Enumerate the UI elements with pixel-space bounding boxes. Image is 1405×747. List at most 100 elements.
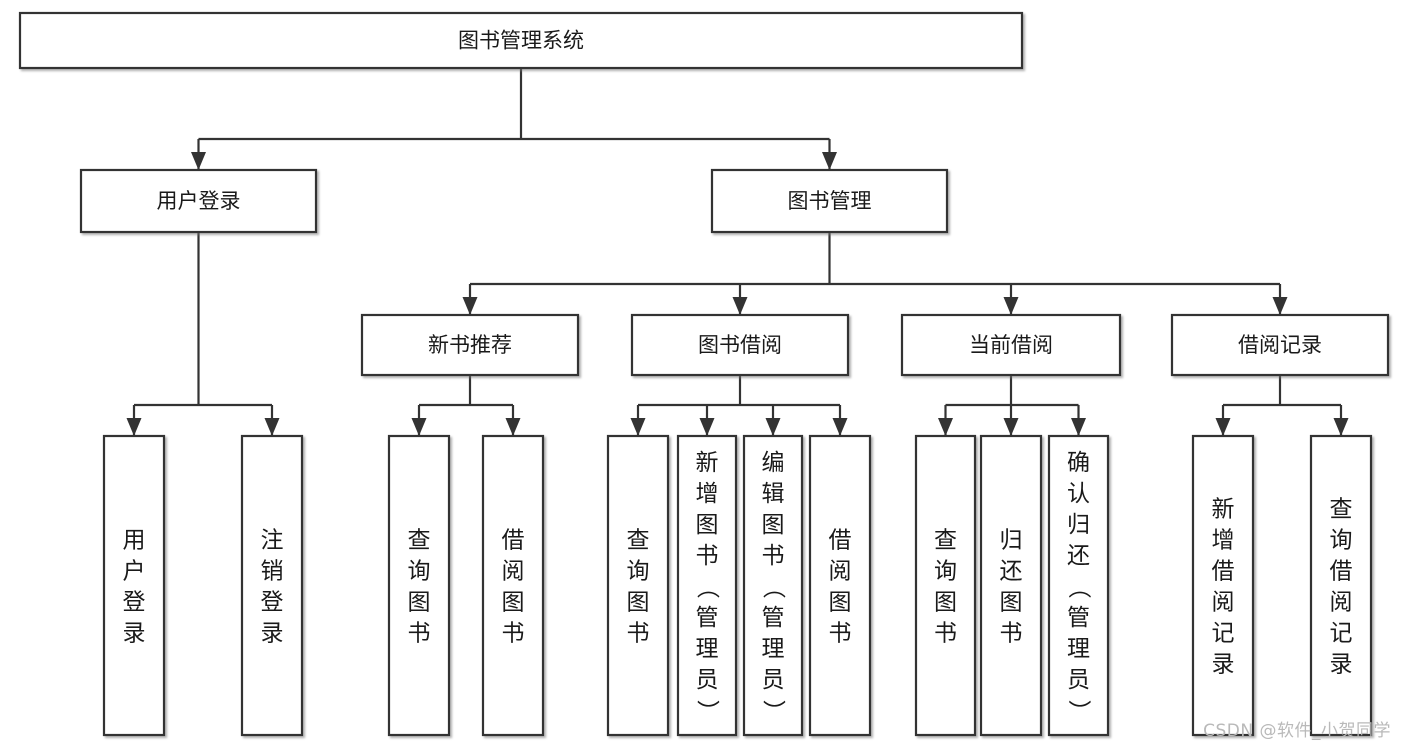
node-borrow-record[interactable]: 借阅记录 <box>1170 313 1390 377</box>
node-box <box>1191 434 1255 737</box>
arrow-head-icon <box>191 152 206 170</box>
node-root[interactable]: 图书管理系统 <box>18 11 1024 70</box>
node-label-char: ） <box>694 700 720 723</box>
node-label-char: 员 <box>1067 667 1090 693</box>
node-label-char: 图 <box>502 590 525 616</box>
arrow-head-icon <box>938 418 953 436</box>
node-book-manage[interactable]: 图书管理 <box>710 168 949 234</box>
node-label-char: （ <box>760 576 786 599</box>
node-box <box>808 434 872 737</box>
node-label-char: 图 <box>627 590 650 616</box>
node-leaf-user-login[interactable]: 用户登录 <box>102 434 166 737</box>
arrow-head-icon <box>462 297 478 315</box>
node-label-char: 用 <box>123 528 146 554</box>
node-label-char: 询 <box>627 559 650 585</box>
node-label-char: 录 <box>1212 652 1235 678</box>
node-label-char: 借 <box>1330 559 1353 585</box>
node-label-char: 书 <box>696 543 719 569</box>
node-label-char: 阅 <box>1330 590 1353 616</box>
node-label-char: 新 <box>696 450 719 476</box>
arrow-head-icon <box>630 418 646 436</box>
node-label-char: 查 <box>627 528 650 554</box>
node-box <box>240 434 304 737</box>
node-label-char: 图 <box>1000 590 1023 616</box>
node-book-borrow[interactable]: 图书借阅 <box>630 313 850 377</box>
arrow-head-icon <box>1215 418 1231 436</box>
node-box <box>18 11 1024 70</box>
arrow-head-icon <box>765 418 781 436</box>
node-label-char: 编 <box>762 450 785 476</box>
node-label-char: 认 <box>1067 481 1090 507</box>
node-label: 当前借阅 <box>969 333 1053 357</box>
node-label-char: 查 <box>934 528 957 554</box>
node-label-char: 销 <box>261 559 284 585</box>
node-box <box>102 434 166 737</box>
node-label-char: 增 <box>1212 528 1235 554</box>
node-label-char: 图 <box>696 512 719 538</box>
node-label-char: 书 <box>627 621 650 647</box>
node-box <box>979 434 1043 737</box>
node-label-char: 书 <box>1000 621 1023 647</box>
node-box <box>1309 434 1373 737</box>
node-box <box>1047 434 1110 737</box>
arrow-head-icon <box>1003 418 1019 436</box>
node-label-char: 管 <box>1067 605 1090 631</box>
node-label-char: 询 <box>1330 528 1353 554</box>
node-box <box>914 434 977 737</box>
node-label-char: 询 <box>408 559 431 585</box>
node-label-char: 图 <box>829 590 852 616</box>
node-label-char: 书 <box>408 621 431 647</box>
node-box <box>1170 313 1390 377</box>
arrow-head-icon <box>505 418 521 436</box>
node-label-char: 录 <box>1330 652 1353 678</box>
arrow-head-icon <box>1272 297 1288 315</box>
edge-layer <box>126 68 1349 436</box>
node-label-char: 管 <box>696 605 719 631</box>
node-box <box>387 434 451 737</box>
arrow-head-icon <box>699 418 715 436</box>
node-label-char: 员 <box>762 667 785 693</box>
node-label-char: 阅 <box>1212 590 1235 616</box>
node-label-char: 阅 <box>829 559 852 585</box>
node-new-book-recommend[interactable]: 新书推荐 <box>360 313 580 377</box>
node-label-char: 理 <box>696 636 719 662</box>
node-box <box>710 168 949 234</box>
node-label-char: 询 <box>934 559 957 585</box>
node-current-borrow[interactable]: 当前借阅 <box>900 313 1122 377</box>
node-label-char: 借 <box>502 528 525 554</box>
node-label-char: 图 <box>408 590 431 616</box>
node-label-char: 查 <box>1330 497 1353 523</box>
node-label-char: 书 <box>502 621 525 647</box>
node-box <box>676 434 738 737</box>
node-user-login[interactable]: 用户登录 <box>79 168 318 234</box>
arrow-head-icon <box>126 418 142 436</box>
node-label-char: 管 <box>762 605 785 631</box>
node-label-char: 户 <box>123 559 146 585</box>
node-label: 借阅记录 <box>1238 333 1322 357</box>
node-label: 新书推荐 <box>428 333 512 357</box>
arrow-head-icon <box>411 418 427 436</box>
arrow-head-icon <box>832 418 848 436</box>
node-label-char: 图 <box>762 512 785 538</box>
node-label-char: 书 <box>829 621 852 647</box>
node-label-char: 书 <box>934 621 957 647</box>
node-label-char: （ <box>694 576 720 599</box>
node-label-char: 录 <box>261 621 284 647</box>
node-label-char: 归 <box>1000 528 1023 554</box>
node-box <box>79 168 318 234</box>
node-label-char: 归 <box>1067 512 1090 538</box>
